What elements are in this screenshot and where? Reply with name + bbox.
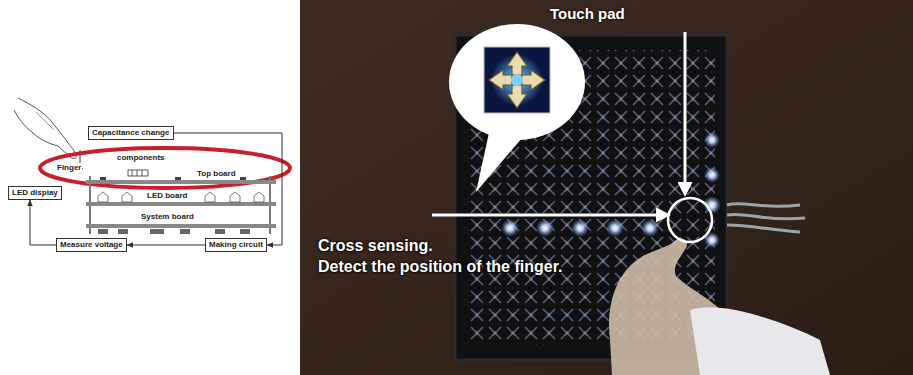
photo-caption: Touch pad <box>550 5 625 23</box>
lit-leds <box>501 132 721 248</box>
part-label: Top board <box>196 169 237 179</box>
part-label: LED board <box>146 191 188 201</box>
part-label: components <box>116 153 166 163</box>
box-text: Making circuit <box>209 240 263 250</box>
box-text: Measure voltage <box>60 240 123 250</box>
process-box: Capacitance change <box>88 126 174 140</box>
schematic <box>14 98 290 234</box>
photo <box>300 0 913 375</box>
flow-arrow <box>30 200 56 245</box>
box-text: Capacitance change <box>92 128 170 138</box>
flow-arrow <box>174 133 282 245</box>
process-box: Measure voltage <box>56 238 127 252</box>
process-box: Making circuit <box>205 238 267 252</box>
process-box: LED display <box>8 186 62 200</box>
part-label: Finger <box>56 163 82 173</box>
box-text: LED display <box>12 188 58 198</box>
part-label: System board <box>140 212 195 222</box>
photo-caption: Detect the position of the finger. <box>318 257 562 277</box>
photo-caption: Cross sensing. <box>318 236 433 256</box>
flow-arrow <box>127 245 205 246</box>
